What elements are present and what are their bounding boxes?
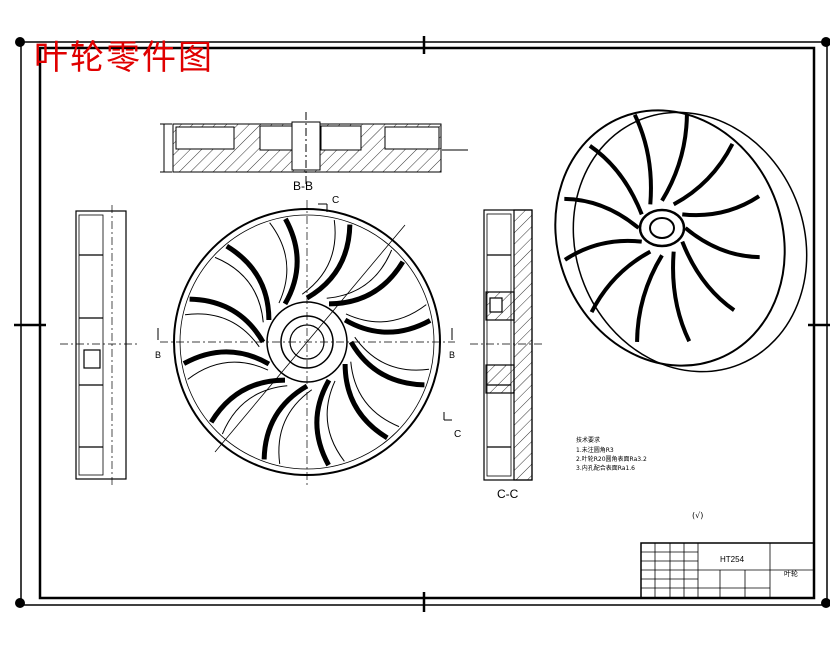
impeller-blade: [314, 378, 332, 467]
corner-marks: [15, 37, 830, 608]
material-label: HT254: [720, 555, 745, 564]
impeller-blade: [189, 296, 266, 344]
impeller-blade-edge: [187, 361, 269, 380]
tech-req-line-3: 3.内孔配合表面Ra1.6: [576, 464, 635, 472]
impeller-blade-edge: [345, 304, 427, 323]
impeller-blade: [343, 317, 432, 335]
impeller-blade-edge: [278, 389, 313, 465]
left-side-view: [60, 205, 140, 485]
impeller-blade-edge: [354, 336, 430, 371]
impeller-blade-edge: [214, 256, 264, 323]
label-c-top: C: [332, 195, 339, 206]
impeller-blade: [261, 383, 309, 460]
label-bb: B-B: [293, 179, 313, 193]
impeller-blade-edge: [326, 249, 393, 299]
centering-marks: [14, 36, 830, 612]
inner-frame: [38, 46, 816, 600]
impeller-blade: [209, 377, 286, 424]
front-view-impeller: [157, 200, 455, 485]
iso-blade: [635, 254, 664, 342]
label-b-right: B: [449, 350, 455, 360]
iso-blade: [684, 226, 760, 260]
section-bb-view: [160, 112, 468, 184]
impeller-blade: [328, 260, 405, 307]
tech-req-line-1: 1.未注圆角R3: [576, 446, 614, 454]
title-block: [640, 542, 815, 599]
iso-blade: [671, 251, 692, 343]
impeller-blade-edge: [269, 222, 288, 304]
impeller-blade-edge: [221, 385, 288, 435]
impeller-blade-edge: [326, 380, 345, 462]
section-cc-view: [470, 209, 545, 481]
part-name-label: 叶轮: [784, 569, 798, 578]
iso-blade: [588, 144, 644, 216]
impeller-blade: [348, 340, 425, 388]
drawing-title: 叶轮零件图: [34, 38, 214, 78]
impeller-blade-edge: [184, 313, 260, 348]
roughness-note: (√): [692, 511, 703, 520]
impeller-blade: [225, 244, 272, 321]
iso-blade: [682, 194, 761, 218]
iso-blade: [632, 113, 653, 205]
iso-blade: [680, 240, 736, 312]
impeller-blade: [305, 224, 353, 301]
iso-blade: [564, 196, 640, 230]
iso-blade: [563, 238, 642, 262]
iso-blade: [660, 114, 689, 202]
label-b-left: B: [155, 350, 161, 360]
impeller-blade-edge: [350, 361, 400, 428]
tech-req-line-2: 2.叶轮R20圆角表面Ra3.2: [576, 455, 647, 463]
iso-blade: [589, 249, 652, 314]
iso-blade: [672, 142, 735, 207]
impeller-blade: [282, 217, 300, 306]
impeller-blade: [182, 349, 271, 367]
impeller-blade: [342, 363, 389, 440]
label-cc: C-C: [497, 487, 519, 501]
label-c-bottom: C: [454, 429, 461, 440]
tech-req-heading: 技术要求: [576, 436, 600, 444]
impeller-blade-edge: [301, 219, 336, 295]
isometric-view: [554, 109, 808, 373]
